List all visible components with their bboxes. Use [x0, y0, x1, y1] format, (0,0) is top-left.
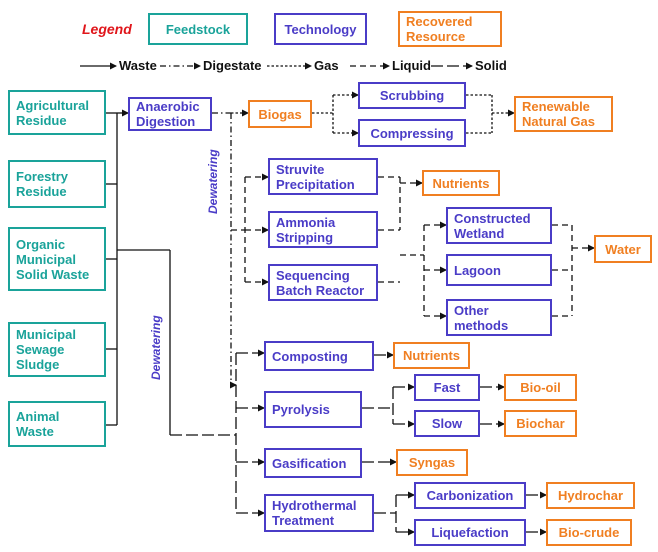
- tech-struvite-precipitation: Struvite Precipitation: [268, 158, 378, 195]
- legend-gas-label: Gas: [314, 58, 339, 73]
- resource-nutrients-solid: Nutrients: [393, 342, 470, 369]
- tech-other-methods: Other methods: [446, 299, 552, 336]
- legend-digestate-label: Digestate: [203, 58, 262, 73]
- feedstock-organic-msw: Organic Municipal Solid Waste: [8, 227, 106, 291]
- dewatering-label-waste: Dewatering: [149, 315, 163, 380]
- legend-liquid-label: Liquid: [392, 58, 431, 73]
- feedstock-animal-waste: Animal Waste: [8, 401, 106, 447]
- feedstock-forestry-residue: Forestry Residue: [8, 160, 106, 208]
- tech-gasification: Gasification: [264, 448, 362, 478]
- dewatering-label-digestate: Dewatering: [206, 149, 220, 214]
- legend-waste-label: Waste: [119, 58, 157, 73]
- tech-anaerobic-digestion: Anaerobic Digestion: [128, 97, 212, 131]
- tech-lagoon: Lagoon: [446, 254, 552, 286]
- tech-fast: Fast: [414, 374, 480, 401]
- resource-biochar: Biochar: [504, 410, 577, 437]
- tech-ammonia-stripping: Ammonia Stripping: [268, 211, 378, 248]
- resource-bio-crude: Bio-crude: [546, 519, 632, 546]
- tech-slow: Slow: [414, 410, 480, 437]
- feedstock-municipal-sewage-sludge: Municipal Sewage Sludge: [8, 322, 106, 377]
- tech-compressing: Compressing: [358, 119, 466, 147]
- tech-constructed-wetland: Constructed Wetland: [446, 207, 552, 244]
- legend-technology: Technology: [274, 13, 367, 45]
- resource-biogas: Biogas: [248, 100, 312, 128]
- resource-bio-oil: Bio-oil: [504, 374, 577, 401]
- tech-carbonization: Carbonization: [414, 482, 526, 509]
- resource-syngas: Syngas: [396, 449, 468, 476]
- legend-title: Legend: [82, 21, 132, 37]
- resource-hydrochar: Hydrochar: [546, 482, 635, 509]
- legend-recovered-resource: Recovered Resource: [398, 11, 502, 47]
- resource-renewable-natural-gas: Renewable Natural Gas: [514, 96, 613, 132]
- tech-hydrothermal-treatment: Hydrothermal Treatment: [264, 494, 374, 532]
- tech-scrubbing: Scrubbing: [358, 82, 466, 109]
- tech-sequencing-batch-reactor: Sequencing Batch Reactor: [268, 264, 378, 301]
- legend-solid-label: Solid: [475, 58, 507, 73]
- legend-feedstock: Feedstock: [148, 13, 248, 45]
- tech-liquefaction: Liquefaction: [414, 519, 526, 546]
- tech-composting: Composting: [264, 341, 374, 371]
- feedstock-agricultural-residue: Agricultural Residue: [8, 90, 106, 135]
- tech-pyrolysis: Pyrolysis: [264, 391, 362, 428]
- resource-water: Water: [594, 235, 652, 263]
- resource-nutrients-liquid: Nutrients: [422, 170, 500, 196]
